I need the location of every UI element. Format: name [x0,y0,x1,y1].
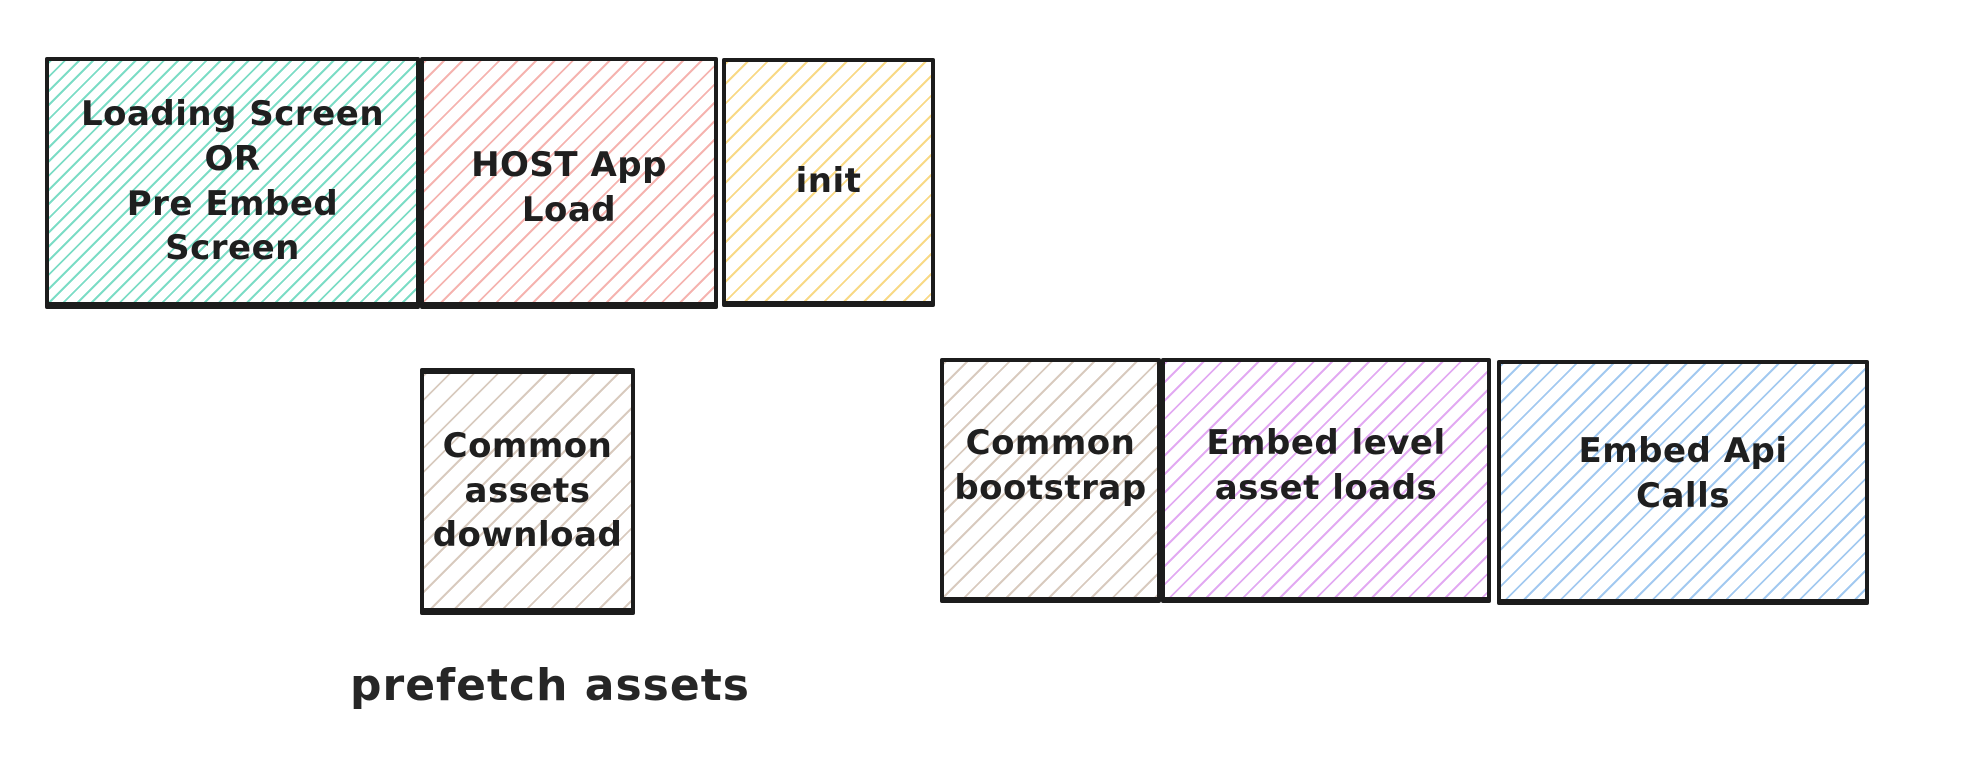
box-common-assets-download-label: Common assets download [432,425,623,556]
box-common-assets-download: Common assets download [420,368,635,615]
box-loading-screen-label: Loading Screen OR Pre Embed Screen [80,93,385,269]
box-embed-api-calls-label: Embed Api Calls [1578,430,1788,516]
box-common-bootstrap-label: Common bootstrap [954,422,1147,508]
box-common-bootstrap: Common bootstrap [940,358,1161,603]
box-loading-screen: Loading Screen OR Pre Embed Screen [45,57,420,309]
box-embed-level-asset-loads: Embed level asset loads [1161,358,1491,603]
prefetch-assets-caption: prefetch assets [350,660,750,711]
box-embed-level-asset-loads-label: Embed level asset loads [1206,422,1446,508]
box-init: init [722,58,935,307]
box-embed-api-calls: Embed Api Calls [1497,360,1869,605]
box-host-app-load-label: HOST App Load [471,144,667,230]
box-host-app-load: HOST App Load [420,57,718,309]
box-init-label: init [795,161,862,202]
